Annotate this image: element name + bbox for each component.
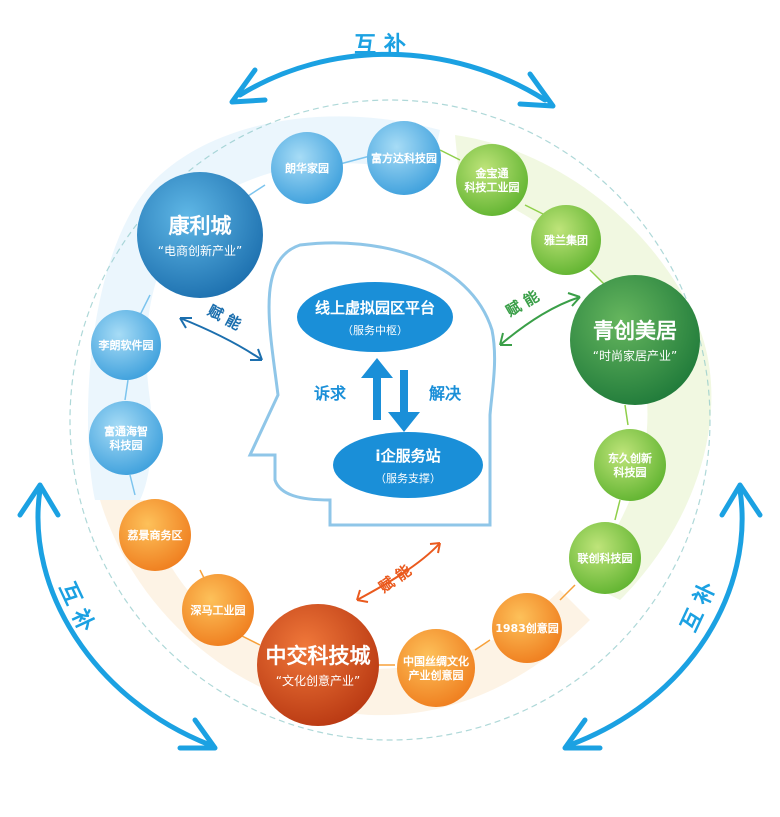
hub-green: 青创美居 “时尚家居产业” (570, 275, 700, 405)
park-node-label: 1983创意园 (495, 621, 559, 635)
park-node-blue-1: 富方达科技园 (367, 121, 441, 195)
platform-subtitle: （服务中枢） (342, 323, 408, 337)
empower-label-green: 赋 能 (503, 287, 543, 320)
solve-label: 解决 (429, 384, 462, 403)
hub-circle-green (570, 275, 700, 405)
park-node-label: 科技园 (110, 438, 143, 452)
park-node-circle (271, 132, 343, 204)
center-head: 线上虚拟园区平台 （服务中枢） 诉求 解决 i企服务站 （服务支撑） (247, 241, 497, 527)
park-node-circle (367, 121, 441, 195)
service-station-subtitle: （服务支撑） (375, 471, 441, 485)
park-node-label: 联创科技园 (578, 551, 633, 565)
hub-title-orange: 中交科技城 (266, 644, 371, 668)
park-node-circle (594, 429, 666, 501)
park-node-label: 雅兰集团 (544, 233, 588, 247)
park-node-orange-2: 1983创意园 (492, 593, 562, 663)
park-node-label: 富通海智 (104, 424, 148, 438)
down-arrow-icon (388, 370, 420, 432)
park-node-circle (531, 205, 601, 275)
park-node-circle (182, 574, 254, 646)
park-node-orange-0: 荔景商务区 (119, 499, 191, 571)
park-node-label: 朗华家园 (285, 161, 329, 175)
arrow-label-top: 互 补 (354, 33, 406, 58)
park-node-label: 富方达科技园 (371, 151, 437, 165)
service-station-title: i企服务站 (375, 447, 440, 465)
hub-title-blue: 康利城 (169, 214, 232, 238)
park-node-circle (89, 401, 163, 475)
hub-orange: 中交科技城 “文化创意产业” (257, 604, 379, 726)
park-nodes: 康利城“电商创新产业”朗华家园富方达科技园李朗软件园富通海智科技园青创美居“时尚… (89, 121, 700, 726)
park-node-circle (492, 593, 562, 663)
park-node-circle (119, 499, 191, 571)
hub-subtitle-orange: “文化创意产业” (276, 673, 360, 688)
platform-ellipse (297, 282, 453, 352)
up-arrow-icon (361, 358, 393, 420)
empower-label-orange: 赋 能 (376, 561, 415, 596)
demand-label: 诉求 (314, 384, 347, 403)
hub-circle-blue (137, 172, 263, 298)
platform-title: 线上虚拟园区平台 (315, 299, 435, 317)
park-node-label: 荔景商务区 (127, 528, 183, 542)
park-node-label: 东久创新 (608, 451, 652, 465)
park-node-circle (456, 144, 528, 216)
park-node-label: 产业创意园 (409, 668, 464, 682)
service-station-ellipse (333, 432, 483, 498)
park-node-green-1: 雅兰集团 (531, 205, 601, 275)
park-node-label: 科技园 (614, 465, 647, 479)
hub-circle-orange (257, 604, 379, 726)
hub-blue: 康利城 “电商创新产业” (137, 172, 263, 298)
park-node-label: 金宝通 (475, 166, 509, 180)
node-connectors (124, 149, 629, 666)
park-node-blue-0: 朗华家园 (271, 132, 343, 204)
empower-label-blue: 赋 能 (205, 301, 245, 333)
hub-title-green: 青创美居 (593, 319, 677, 343)
park-node-circle (569, 522, 641, 594)
park-node-circle (91, 310, 161, 380)
hub-subtitle-blue: “电商创新产业” (158, 243, 242, 258)
park-node-blue-2: 李朗软件园 (91, 310, 161, 380)
park-node-label: 科技工业园 (465, 180, 520, 194)
park-node-label: 深马工业园 (191, 603, 246, 617)
park-node-green-3: 联创科技园 (569, 522, 641, 594)
park-node-orange-1: 深马工业园 (182, 574, 254, 646)
park-node-label: 李朗软件园 (98, 338, 154, 352)
park-node-label: 中国丝绸文化 (403, 654, 469, 668)
hub-subtitle-green: “时尚家居产业” (593, 348, 677, 363)
park-node-circle (397, 629, 475, 707)
